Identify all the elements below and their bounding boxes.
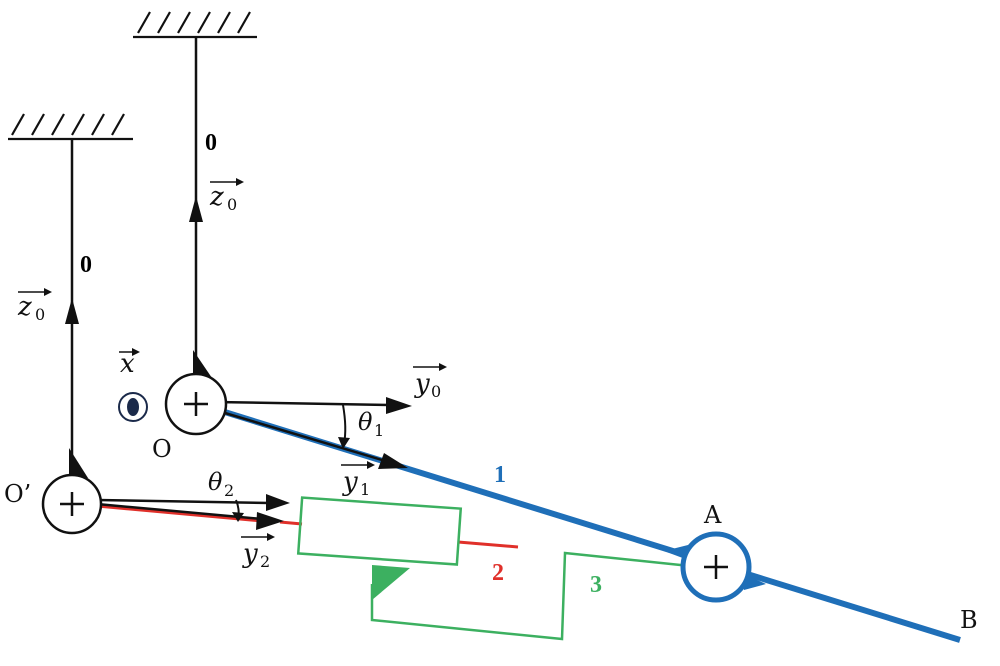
point-Oprime-label: O’ (4, 480, 31, 508)
joint-Oprime (41, 473, 103, 535)
body-2-rod (457, 540, 519, 549)
z0-label-left-main: z (17, 292, 32, 322)
theta1-label-main: θ (358, 408, 373, 436)
joint-A (680, 531, 752, 603)
joint-A-fillet-left (664, 545, 688, 560)
point-A-label: A (703, 501, 722, 529)
y2-extension-red (279, 520, 303, 526)
ground-right (133, 11, 257, 39)
frame-label-left: 0 (80, 252, 92, 278)
body-3-fillet (372, 565, 410, 600)
y1-arrowhead (378, 453, 408, 469)
weld-fillet-Oprime (69, 448, 88, 478)
x-label: x (119, 348, 140, 379)
theta1-arc-arrowhead (338, 437, 350, 449)
y0-label-main: y (414, 369, 430, 399)
body-3-frame (370, 551, 691, 641)
y2-axis-line-red (96, 504, 263, 523)
body-1-label: 1 (494, 462, 506, 488)
y2-label-main: y (242, 539, 258, 569)
x-label-main: x (120, 349, 135, 379)
theta2-label-main: θ (208, 468, 223, 496)
theta1-label: θ 1 (358, 408, 384, 440)
y1-axis-line (214, 408, 393, 465)
y1-label: y 1 (341, 461, 375, 499)
z0-arrowhead-right (189, 196, 203, 222)
z0-label-left: z 0 (17, 288, 52, 324)
y0-label-sub: 0 (431, 382, 441, 401)
body-2-label: 2 (492, 560, 504, 586)
z0-arrowhead-left (65, 298, 79, 324)
theta2-label: θ 2 (208, 468, 234, 500)
y0-label: y 0 (413, 363, 447, 401)
theta1-label-sub: 1 (374, 421, 384, 440)
y1-label-sub: 1 (360, 480, 370, 499)
frame-label-right: 0 (205, 130, 217, 156)
y2-label-sub: 2 (260, 552, 270, 571)
y2-arrowhead (256, 512, 284, 530)
y0-axis-line (214, 400, 393, 407)
joint-O (164, 372, 228, 436)
body-3-cylinder (296, 496, 463, 566)
z0-label-right: z 0 (209, 178, 244, 214)
theta2-arc-arrowhead (232, 512, 244, 522)
theta2-ref-axis (96, 498, 271, 505)
z0-label-left-sub: 0 (35, 305, 45, 324)
y2-axis-line (96, 502, 263, 521)
body-3-label: 3 (590, 572, 602, 598)
point-O-label: O (152, 435, 172, 463)
point-B-label: B (960, 606, 978, 634)
ground-left (8, 113, 133, 141)
z0-label-right-main: z (209, 182, 224, 212)
y2-label: y 2 (241, 533, 275, 571)
y0-arrowhead (386, 397, 412, 414)
weld-fillet-O (193, 350, 212, 378)
y1-label-main: y (342, 467, 358, 497)
z0-label-right-sub: 0 (227, 195, 237, 214)
theta2-ref-arrowhead (266, 494, 290, 511)
x-axis-marker (118, 392, 148, 422)
theta2-label-sub: 2 (224, 481, 234, 500)
